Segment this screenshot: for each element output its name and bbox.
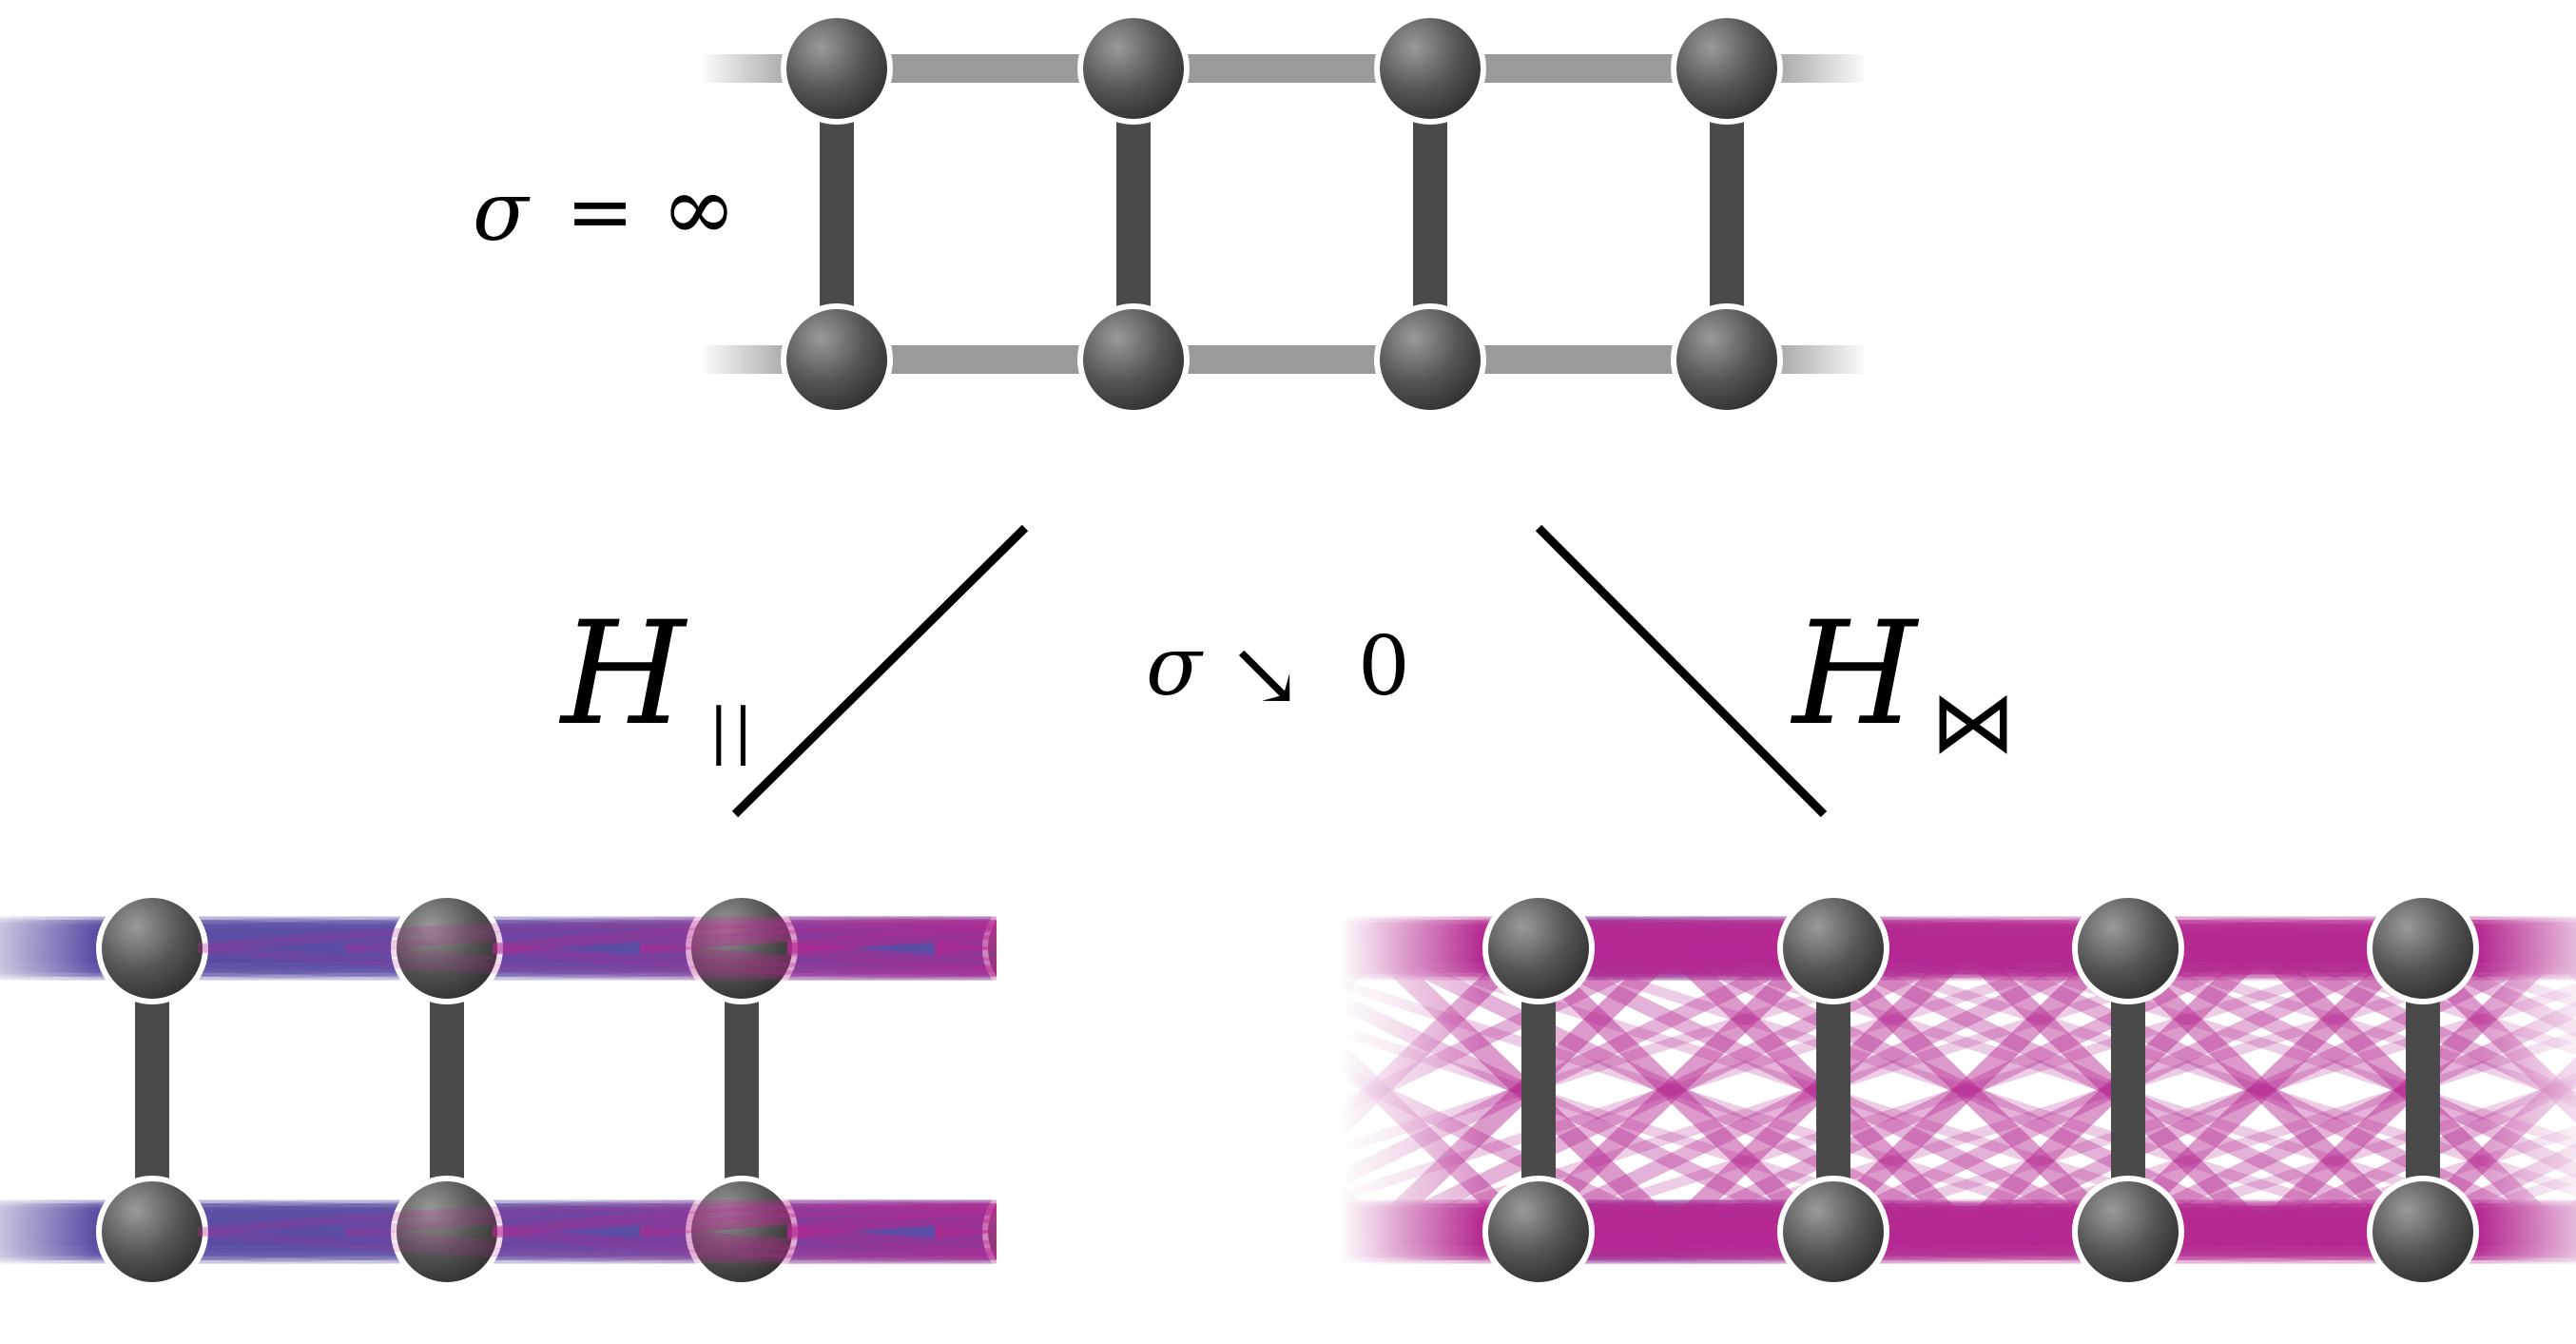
long-range-arc (1523, 1202, 2410, 1238)
long-range-arc (0, 918, 434, 953)
cross-bond (1963, 941, 2560, 1239)
long-range-arc (1523, 919, 2410, 955)
hamiltonian-parallel-label: H || (558, 592, 757, 767)
site-node (1671, 303, 1783, 416)
long-range-arc (2113, 917, 2576, 953)
cross-bond (1517, 941, 1827, 1239)
top-ladder (699, 12, 1869, 416)
site-node (391, 892, 503, 1004)
mid-sigma-text: σ (1146, 619, 1204, 714)
cross-bond (2106, 941, 2416, 1239)
long-range-arc (137, 1202, 1023, 1238)
right-divider-line (1535, 524, 1828, 818)
site-node (686, 1176, 798, 1288)
site-node (1482, 1176, 1595, 1288)
site-node (2367, 892, 2479, 1004)
cross-bond (1522, 943, 2411, 1237)
site-node (1374, 303, 1486, 416)
site-node (686, 892, 798, 1004)
long-range-arc (0, 1227, 434, 1262)
site-node (2367, 1176, 2479, 1288)
long-range-arc (0, 1202, 728, 1238)
site-node (1077, 303, 1190, 416)
long-range-arc (0, 942, 728, 978)
mid-arrow-text: ↘ (1227, 621, 1303, 728)
long-range-arc (1523, 942, 2410, 978)
margin-mask (997, 828, 1339, 1341)
right-H-text: H (1790, 592, 1920, 757)
mid-zero-text: 0 (1358, 619, 1410, 714)
cross-bond (1963, 941, 2560, 1239)
long-range-arc (137, 1225, 1023, 1261)
long-range-arc (0, 1225, 728, 1261)
site-node (391, 1176, 503, 1288)
site-node (96, 1176, 208, 1288)
site-node (96, 892, 208, 1004)
long-range-arc (137, 942, 1023, 978)
cross-bond (1522, 943, 2411, 1237)
site-node (1777, 1176, 1889, 1288)
cross-bond (1517, 941, 1827, 1239)
site-node (2072, 1176, 2184, 1288)
site-node (2072, 892, 2184, 1004)
cross-bond (1811, 941, 2121, 1239)
site-node (781, 12, 893, 125)
top-sigma-text: σ (473, 165, 531, 260)
top-equals-text: = (566, 165, 634, 260)
long-range-arc (2113, 1200, 2576, 1237)
top-infinity-text: ∞ (661, 155, 737, 262)
sigma-infinity-label: σ = ∞ (473, 155, 737, 262)
left-sub-text: || (708, 696, 757, 767)
fade-left (1339, 837, 1482, 1332)
long-range-arc (0, 919, 434, 955)
long-range-arc (137, 919, 1023, 955)
long-range-arc (2113, 944, 2576, 980)
long-range-arc (2113, 1227, 2576, 1263)
cross-bond (1811, 941, 2121, 1239)
left-H-text: H (558, 592, 688, 757)
long-range-arc (0, 1202, 434, 1238)
site-node (781, 303, 893, 416)
site-node (1077, 12, 1190, 125)
long-range-arc (0, 942, 434, 978)
cross-bond (1668, 941, 2265, 1239)
sigma-to-zero-label: σ ↘ 0 (1146, 619, 1410, 728)
long-range-arc (1523, 1225, 2410, 1261)
left-divider-line (731, 524, 1029, 818)
site-node (1374, 12, 1486, 125)
long-range-arc (0, 1225, 434, 1261)
fade-left (0, 837, 95, 1332)
cross-bond (1668, 941, 2265, 1239)
fade-right (2480, 837, 2576, 1332)
long-range-arc (0, 919, 728, 955)
site-node (1482, 892, 1595, 1004)
cross-bond (2106, 941, 2416, 1239)
right-ladder-crossed (197, 828, 2576, 1341)
fade-right (1764, 38, 1869, 399)
long-range-arc (0, 944, 434, 979)
site-node (1777, 892, 1889, 1004)
hamiltonian-crossed-label: H ⋈ (1790, 592, 2016, 772)
site-node (1671, 12, 1783, 125)
right-sub-text: ⋈ (1930, 672, 2016, 772)
long-range-arc (0, 1201, 434, 1237)
